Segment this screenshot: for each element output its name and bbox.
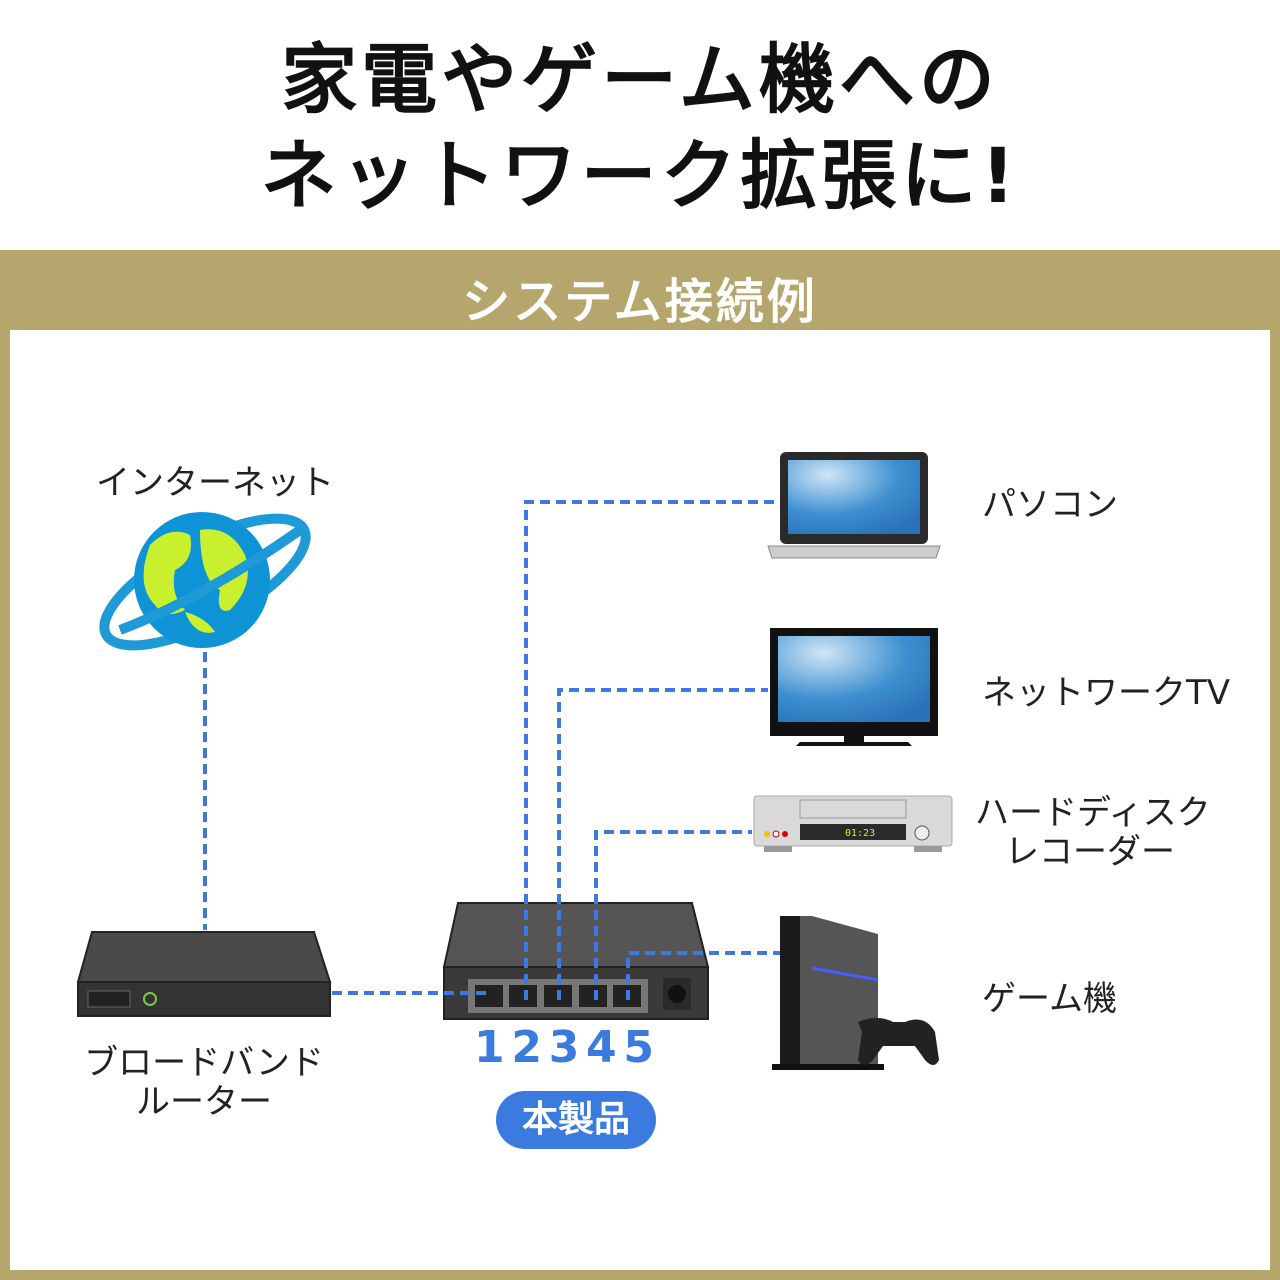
game-label: ゲーム機	[982, 979, 1117, 1019]
title-line-1: 家電やゲーム機への	[281, 35, 999, 124]
section-title: システム接続例	[462, 274, 818, 330]
port-numbers: 1 2 3 4 5	[474, 1022, 654, 1073]
pc-label: パソコン	[982, 485, 1118, 525]
recorder-icon: 01:23	[753, 795, 953, 852]
product-badge: 本製品	[496, 1091, 656, 1149]
router-label: ブロードバンド ルーター	[84, 1043, 324, 1123]
router-label-line2: ルーター	[136, 1082, 272, 1123]
laptop-icon	[767, 452, 941, 559]
section-band	[0, 250, 1280, 330]
recorder-label-line2: レコーダー	[1005, 832, 1175, 873]
router-icon	[76, 931, 332, 1017]
diagram-frame	[0, 330, 1280, 1280]
router-label-line1: ブロードバンド	[84, 1043, 324, 1083]
port-number: 2	[511, 1022, 542, 1073]
line-port4-recorder	[594, 830, 752, 1000]
title-line-2: ネットワーク拡張に!	[260, 131, 1020, 220]
line-port2-pc	[524, 500, 780, 1000]
recorder-label: ハードディスク レコーダー	[975, 793, 1211, 873]
port-number: 4	[586, 1022, 617, 1073]
line-port3-tv	[557, 688, 768, 1000]
game-console-icon	[772, 916, 939, 1070]
globe-icon	[99, 512, 311, 651]
recorder-label-line1: ハードディスク	[975, 793, 1211, 833]
port-number: 3	[548, 1022, 580, 1073]
internet-label: インターネット	[96, 463, 334, 503]
port-number: 5	[623, 1022, 654, 1073]
port-number: 1	[474, 1022, 505, 1073]
line-port5-game	[626, 951, 780, 1000]
tv-label: ネットワークTV	[982, 673, 1231, 713]
tv-icon	[770, 628, 938, 746]
recorder-display: 01:23	[845, 828, 875, 839]
connection-lines	[203, 500, 780, 1000]
switch-icon	[442, 902, 710, 1020]
